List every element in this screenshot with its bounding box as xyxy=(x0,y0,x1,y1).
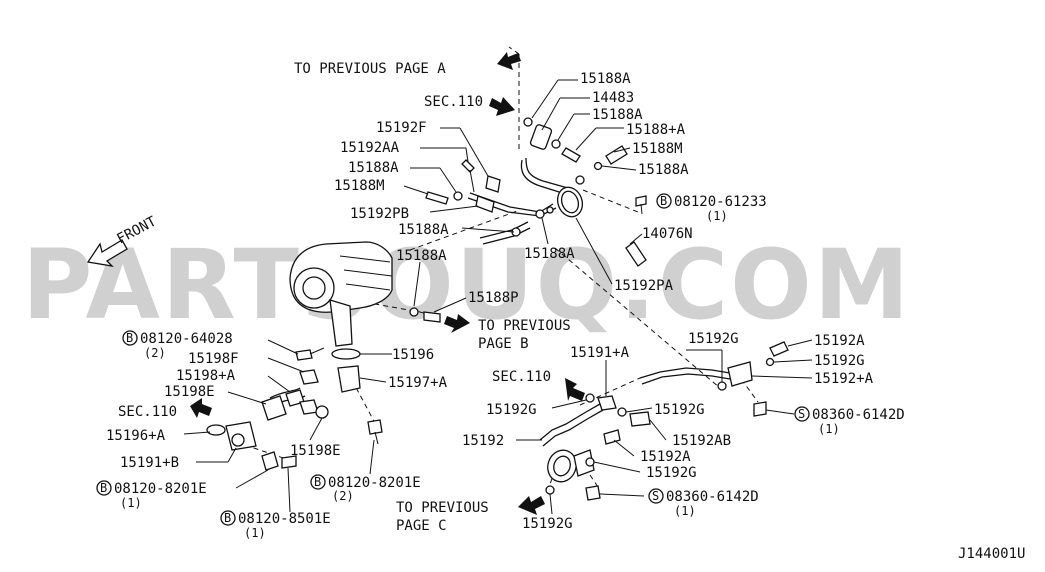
label-part: 15197+A xyxy=(388,375,448,391)
bolt-prefix: B xyxy=(126,331,133,345)
label-to-previous-page-b: PAGE B xyxy=(478,336,529,352)
label-part: 15188A xyxy=(348,160,399,176)
label-part: 15192PB xyxy=(350,206,409,222)
label-part: 15198E xyxy=(290,443,341,459)
diagram-code: J144001U xyxy=(958,546,1025,562)
arrow-to-page-c-icon xyxy=(518,496,545,515)
label-to-previous-page-a: TO PREVIOUS PAGE A xyxy=(294,61,446,77)
label-part: 15192G xyxy=(654,402,705,418)
left-hardware xyxy=(206,347,383,471)
label-part: 15191+A xyxy=(570,345,630,361)
bolt-08120-61233-callout: B 08120-61233 (1) xyxy=(656,193,767,223)
label-sec110-right: SEC.110 xyxy=(492,369,551,385)
bolt-08120-64028-callout: B 08120-64028 (2) xyxy=(122,330,233,360)
label-part: 15191+B xyxy=(120,455,179,471)
label-part: 15192AA xyxy=(340,140,400,156)
label-sec110-top: SEC.110 xyxy=(424,94,483,110)
label-part: 08360-6142D xyxy=(812,407,905,423)
bolt-08120-8201e-left-callout: B 08120-8201E (1) xyxy=(96,480,207,510)
label-part: 15188A xyxy=(592,107,643,123)
bolt-prefix: B xyxy=(314,475,321,489)
label-sec110-left: SEC.110 xyxy=(118,404,177,420)
coolant-pipes xyxy=(269,157,737,447)
leader-lines xyxy=(183,79,813,515)
label-to-previous-page-b: TO PREVIOUS xyxy=(478,318,571,334)
right-hardware xyxy=(545,341,789,501)
washer-icon xyxy=(523,117,533,127)
label-qty: (1) xyxy=(674,504,696,518)
label-part: 15188A xyxy=(638,162,689,178)
label-part: 15192G xyxy=(646,465,697,481)
label-part: 08120-8201E xyxy=(114,481,207,497)
label-part: 15188A xyxy=(580,71,631,87)
label-qty: (2) xyxy=(332,489,354,503)
label-part: 15192G xyxy=(688,331,739,347)
label-part: 15192AB xyxy=(672,433,731,449)
bolt-prefix: B xyxy=(224,511,231,525)
arrow-to-page-b-icon xyxy=(444,314,470,333)
label-part: 15192A xyxy=(640,449,691,465)
label-part: 15198F xyxy=(188,351,239,367)
label-part: 15198E xyxy=(164,384,215,400)
label-part: 15192 xyxy=(462,433,504,449)
bolt-08120-8201e-center-callout: B 08120-8201E (2) xyxy=(310,474,421,503)
bolt-marker-icon xyxy=(220,510,236,526)
bolt-prefix: B xyxy=(100,481,107,495)
label-to-previous-page-c: PAGE C xyxy=(396,518,447,534)
screw-08360-6142d-bottom-callout: S 08360-6142D (1) xyxy=(648,488,759,518)
label-part: 15188P xyxy=(468,290,519,306)
bolt-prefix: B xyxy=(660,194,667,208)
label-part: 15196 xyxy=(392,347,434,363)
label-part: 15192G xyxy=(522,516,573,532)
label-qty: (1) xyxy=(244,526,266,540)
screw-prefix: S xyxy=(798,407,805,421)
label-part: 14483 xyxy=(592,90,634,106)
turbocharger-housing xyxy=(289,241,393,347)
label-part: 15192G xyxy=(814,353,865,369)
screw-08360-6142d-top-callout: S 08360-6142D (1) xyxy=(794,406,905,436)
label-qty: (1) xyxy=(706,209,728,223)
screw-marker-icon xyxy=(648,488,664,504)
label-part: 15188A xyxy=(524,246,575,262)
arrow-sec110-right-icon xyxy=(565,378,585,401)
screw-prefix: S xyxy=(652,489,659,503)
bolt-marker-icon xyxy=(656,193,672,209)
label-qty: (1) xyxy=(120,496,142,510)
label-part: 15192G xyxy=(486,402,537,418)
label-part: 15188A xyxy=(398,222,449,238)
bolt-marker-icon xyxy=(122,330,138,346)
label-part: 15192A xyxy=(814,333,865,349)
label-part: 15192PA xyxy=(614,278,674,294)
bolt-marker-icon xyxy=(96,480,112,496)
label-part: 08120-61233 xyxy=(674,194,767,210)
part-labels: TO PREVIOUS PAGE A SEC.110 15188A 14483 … xyxy=(96,61,1025,562)
dashed-guides xyxy=(244,46,759,491)
label-part: 15188M xyxy=(632,141,683,157)
arrow-sec110-top-icon xyxy=(489,97,515,116)
bolt-marker-icon xyxy=(310,474,326,490)
label-part: 14076N xyxy=(642,226,693,242)
label-part: 15188M xyxy=(334,178,385,194)
label-part: 15192+A xyxy=(814,371,874,387)
upper-hardware xyxy=(409,117,647,323)
label-part: 15198+A xyxy=(176,368,236,384)
label-part: 15188+A xyxy=(626,122,686,138)
connector-icon xyxy=(529,124,553,150)
screw-marker-icon xyxy=(794,406,810,422)
arrow-sec110-left-icon xyxy=(190,398,212,418)
label-part: 15196+A xyxy=(106,428,166,444)
label-part: 08360-6142D xyxy=(666,489,759,505)
label-part: 15192F xyxy=(376,120,427,136)
label-to-previous-page-c: TO PREVIOUS xyxy=(396,500,489,516)
label-part: 08120-8201E xyxy=(328,475,421,491)
label-qty: (1) xyxy=(818,422,840,436)
label-qty: (2) xyxy=(144,346,166,360)
label-part: 08120-64028 xyxy=(140,331,233,347)
bolt-08120-8501e-callout: B 08120-8501E (1) xyxy=(220,510,331,540)
label-part: 15188A xyxy=(396,248,447,264)
arrow-to-page-a-icon xyxy=(497,52,521,70)
label-part: 08120-8501E xyxy=(238,511,331,527)
